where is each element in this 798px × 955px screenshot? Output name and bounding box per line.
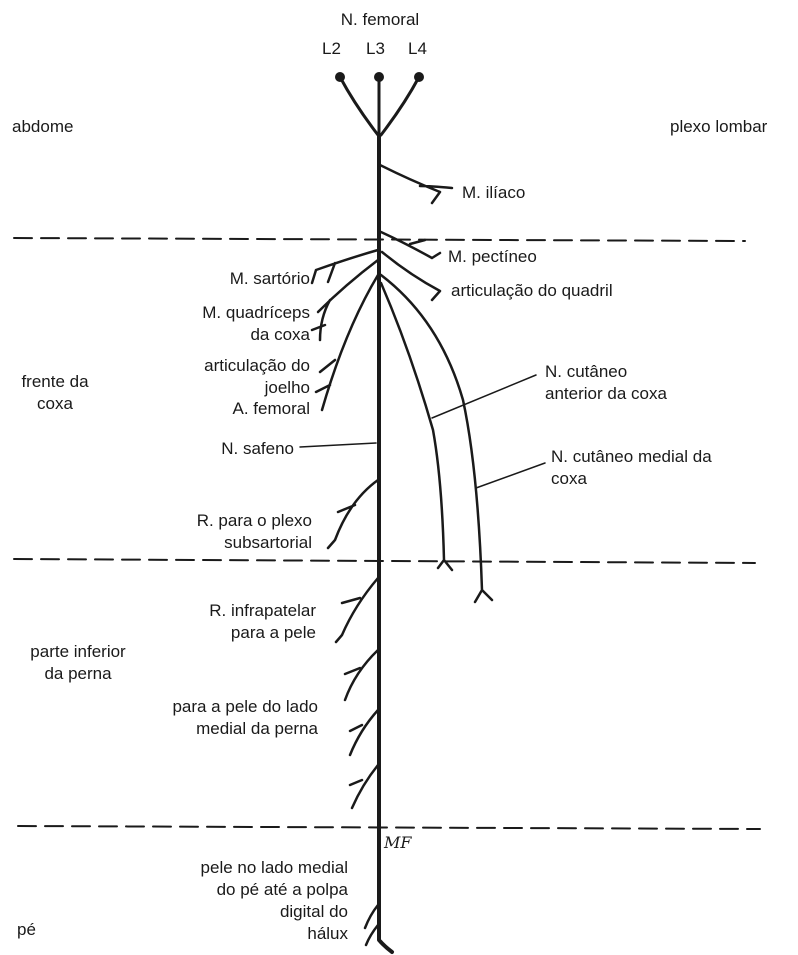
- region-lumbar-plexus: plexo lombar: [670, 116, 767, 138]
- root-l4: [381, 77, 419, 135]
- label-med-cutaneous: N. cutâneo medial da coxa: [551, 446, 712, 490]
- branch-subsartorial: [328, 480, 378, 548]
- nerve-title: N. femoral: [325, 9, 435, 31]
- label-medial-leg-skin: para a pele do lado medial da perna: [110, 696, 318, 740]
- root-label-l3: L3: [366, 38, 385, 60]
- region-abdomen: abdome: [12, 116, 73, 138]
- leader-ant-cutaneous: [432, 375, 536, 418]
- branch-infrapatellar: [336, 578, 378, 642]
- branch-hip-joint: [382, 252, 440, 300]
- divider-thigh-leg: [14, 559, 755, 563]
- region-lower-leg: parte inferior da perna: [14, 641, 142, 685]
- label-knee-joint: articulação do joelho: [130, 355, 310, 399]
- label-quadriceps: M. quadríceps da coxa: [130, 302, 310, 346]
- branch-knee-joint: [316, 275, 378, 410]
- branch-leg-skin-2: [350, 710, 378, 755]
- label-subsartorial: R. para o plexo subsartorial: [130, 510, 312, 554]
- root-l2: [340, 77, 378, 135]
- label-sartorius: M. sartório: [150, 268, 310, 290]
- region-foot: pé: [17, 919, 36, 941]
- divider-leg-foot: [18, 826, 760, 829]
- branch-pectineus: [381, 232, 440, 258]
- root-dots: [335, 72, 424, 82]
- branch-iliacus: [380, 165, 452, 203]
- label-foot-skin: pele no lado medial do pé até a polpa di…: [120, 857, 348, 945]
- label-ant-cutaneous: N. cutâneo anterior da coxa: [545, 361, 667, 405]
- region-thigh-front: frente da coxa: [10, 371, 100, 415]
- label-iliacus: M. ilíaco: [462, 182, 525, 204]
- label-pectineus: M. pectíneo: [448, 246, 537, 268]
- root-dot-l2: [335, 72, 345, 82]
- branch-foot-skin: [365, 905, 378, 945]
- root-label-l4: L4: [408, 38, 427, 60]
- region-divider-lines: [14, 238, 760, 829]
- root-label-l2: L2: [322, 38, 341, 60]
- artist-signature: MF: [384, 832, 411, 854]
- branch-leg-skin-3: [350, 765, 378, 808]
- label-femoral-artery: A. femoral: [150, 398, 310, 420]
- label-hip-joint: articulação do quadril: [451, 280, 613, 302]
- root-dot-l4: [414, 72, 424, 82]
- branch-quadriceps: [312, 260, 378, 340]
- root-dot-l3: [374, 72, 384, 82]
- label-infrapatellar: R. infrapatelar para a pele: [130, 600, 316, 644]
- leader-saphenous: [300, 443, 376, 447]
- nerve-roots: [340, 77, 419, 135]
- branch-ant-cutaneous: [381, 283, 452, 570]
- label-saphenous: N. safeno: [160, 438, 294, 460]
- leader-med-cutaneous: [476, 463, 545, 488]
- branch-leg-skin-1: [345, 650, 378, 700]
